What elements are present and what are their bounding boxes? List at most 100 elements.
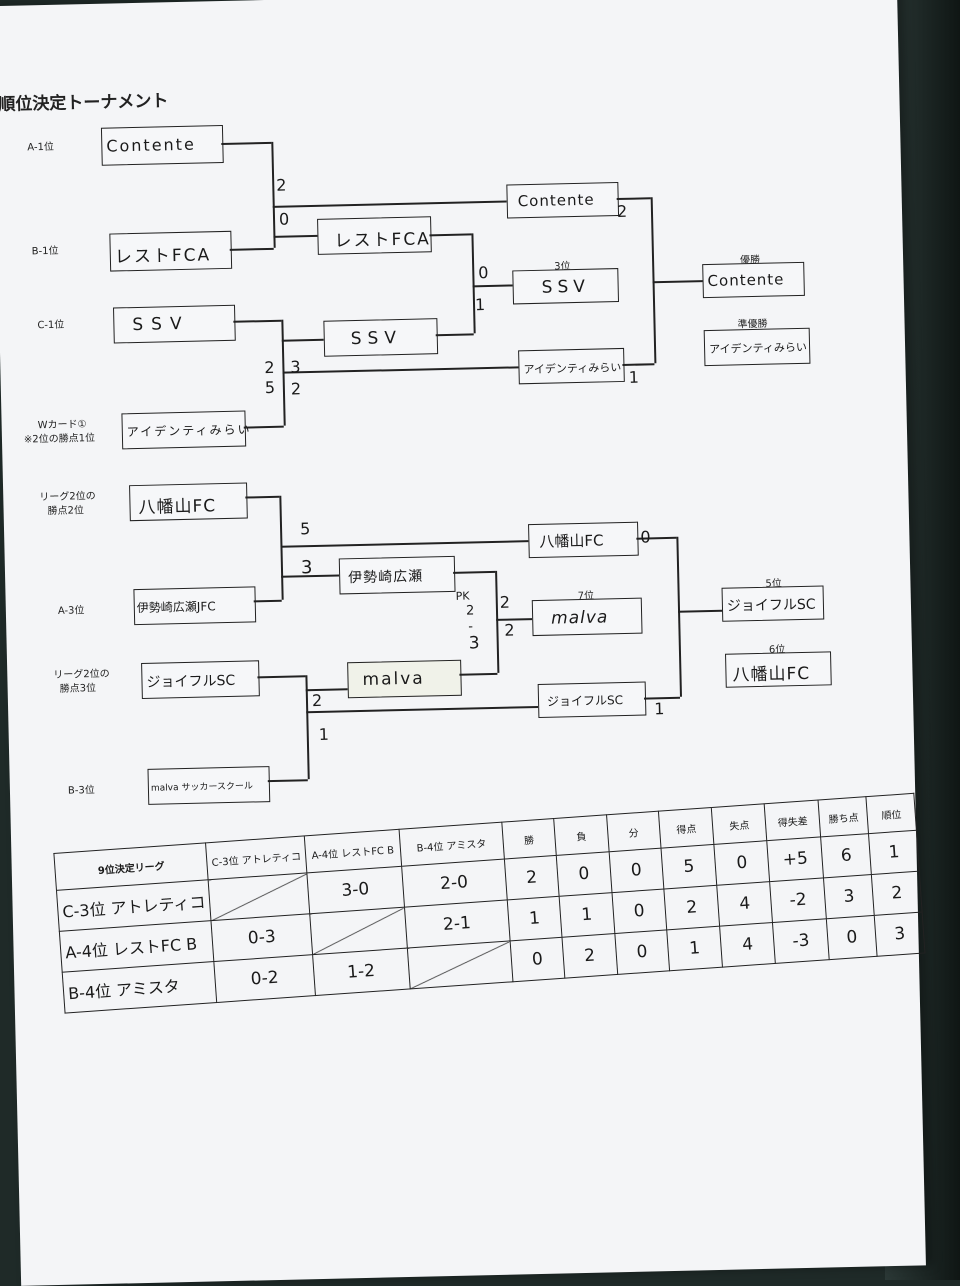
page-title: 順位決定トーナメント bbox=[0, 91, 169, 116]
team-name: レストFCA bbox=[114, 245, 212, 268]
bracket-line bbox=[257, 675, 306, 678]
team-name: Contente bbox=[106, 134, 197, 156]
table-cell: 0 bbox=[608, 848, 664, 893]
round-box: アイデンティみらい bbox=[518, 347, 625, 385]
score: 2 bbox=[276, 175, 287, 195]
table-cell: +5 bbox=[767, 836, 824, 882]
bracket-line bbox=[253, 599, 282, 602]
bracket-line bbox=[495, 570, 499, 673]
score: 1 bbox=[318, 724, 330, 744]
column-header: 得失差 bbox=[764, 800, 821, 841]
team-name: 八幡山FC bbox=[539, 531, 604, 551]
seed-label: 勝点2位 bbox=[47, 505, 85, 518]
bracket-line bbox=[282, 366, 519, 374]
league-table: 9位決定リーグ C-3位 アトレティコ A-4位 レストFC B B-4位 アミ… bbox=[53, 793, 925, 1014]
table-cell: 2 bbox=[504, 855, 560, 900]
score: 0 bbox=[478, 262, 489, 283]
bracket-line bbox=[281, 338, 324, 342]
team-name: ジョイフルSC bbox=[726, 596, 816, 615]
runner-box: アイデンティみらい bbox=[703, 327, 811, 367]
pk-dash: - bbox=[468, 619, 474, 635]
table-cell: 0-3 bbox=[211, 913, 313, 962]
bracket-line bbox=[616, 197, 651, 200]
table-cell: 1 bbox=[559, 892, 615, 938]
seed-label: 勝点3位 bbox=[59, 683, 97, 695]
table-cell: 4 bbox=[719, 922, 776, 968]
round-box: malva bbox=[531, 597, 643, 637]
score: 3 bbox=[300, 557, 313, 579]
bracket-line bbox=[273, 234, 318, 238]
table-cell: -2 bbox=[769, 877, 827, 923]
bracket-line bbox=[471, 233, 476, 334]
bracket-line bbox=[271, 141, 276, 248]
bracket-line bbox=[622, 363, 655, 366]
table-cell: 6 bbox=[820, 833, 872, 878]
bracket-line bbox=[453, 570, 496, 574]
team-name: 伊勢崎広瀬 bbox=[348, 568, 424, 587]
team-name: SSV bbox=[541, 276, 591, 298]
table-cell bbox=[309, 907, 407, 955]
table-cell: 2-1 bbox=[404, 899, 510, 949]
bracket-line bbox=[305, 675, 310, 780]
team-name: Contente bbox=[517, 190, 595, 211]
pk-score: 2 bbox=[465, 603, 475, 619]
table-cell: 5 bbox=[661, 844, 717, 890]
score: 0 bbox=[278, 209, 290, 229]
bracket-line bbox=[678, 609, 723, 613]
score: 1 bbox=[474, 295, 486, 315]
bracket-line bbox=[306, 705, 539, 713]
table-cell: 0 bbox=[611, 889, 667, 934]
team-name: アイデンティみらい bbox=[523, 361, 622, 377]
score: 2 bbox=[264, 357, 275, 378]
score: 5 bbox=[299, 519, 311, 539]
score: 2 bbox=[504, 620, 515, 640]
team-box: 八幡山FC bbox=[129, 482, 248, 522]
bracket-line bbox=[279, 495, 284, 600]
bracket-line bbox=[233, 319, 282, 323]
seed-label: B-1位 bbox=[31, 245, 59, 258]
team-name: malva bbox=[362, 668, 425, 690]
seed-label: リーグ2位の bbox=[53, 668, 110, 681]
bracket-line bbox=[280, 540, 529, 548]
team-name: アイデンティみらい bbox=[708, 340, 808, 357]
bracket-line bbox=[229, 247, 274, 251]
team-name: SSV bbox=[132, 313, 190, 336]
team-name: ジョイフルSC bbox=[146, 672, 236, 691]
team-name: SSV bbox=[350, 327, 403, 350]
score: 1 bbox=[628, 367, 640, 387]
bracket-line bbox=[459, 672, 498, 676]
bracket-line bbox=[267, 779, 308, 782]
team-name: ジョイフルSC bbox=[546, 693, 624, 709]
seed-label: A-1位 bbox=[27, 141, 55, 154]
seed-label: A-3位 bbox=[57, 605, 85, 617]
table-cell: 2 bbox=[663, 885, 720, 930]
winner-box: Contente bbox=[702, 261, 805, 299]
team-name: 伊勢崎広瀬JFC bbox=[136, 599, 216, 616]
column-header: 得点 bbox=[658, 807, 715, 849]
team-box: 伊勢崎広瀬JFC bbox=[133, 586, 257, 626]
table-cell: 1 bbox=[666, 926, 723, 971]
bracket-line bbox=[243, 425, 284, 429]
bracket-line bbox=[272, 200, 507, 208]
table-cell bbox=[208, 872, 310, 921]
team-box: ジョイフルSC bbox=[141, 660, 260, 699]
seed-label: リーグ2位の bbox=[39, 490, 96, 504]
team-name: 八幡山FC bbox=[138, 496, 217, 518]
score: 2 bbox=[499, 592, 511, 612]
team-name: Contente bbox=[707, 270, 785, 291]
bracket-line bbox=[245, 495, 280, 499]
score: 1 bbox=[654, 699, 665, 719]
bracket-line bbox=[221, 141, 272, 145]
score: 2 bbox=[616, 201, 628, 222]
table-cell: 0 bbox=[556, 851, 612, 897]
team-name: アイデンティみらい bbox=[126, 422, 252, 440]
table-cell: 0 bbox=[509, 937, 565, 982]
team-box: レストFCA bbox=[109, 230, 233, 272]
bracket-line bbox=[676, 536, 682, 697]
column-header: 勝ち点 bbox=[818, 796, 869, 837]
column-header: 勝 bbox=[501, 818, 557, 860]
team-box: Contente bbox=[100, 124, 224, 166]
round-box: Contente bbox=[506, 182, 620, 219]
table-cell: 3-0 bbox=[306, 866, 405, 914]
round-box: SSV bbox=[512, 268, 620, 305]
